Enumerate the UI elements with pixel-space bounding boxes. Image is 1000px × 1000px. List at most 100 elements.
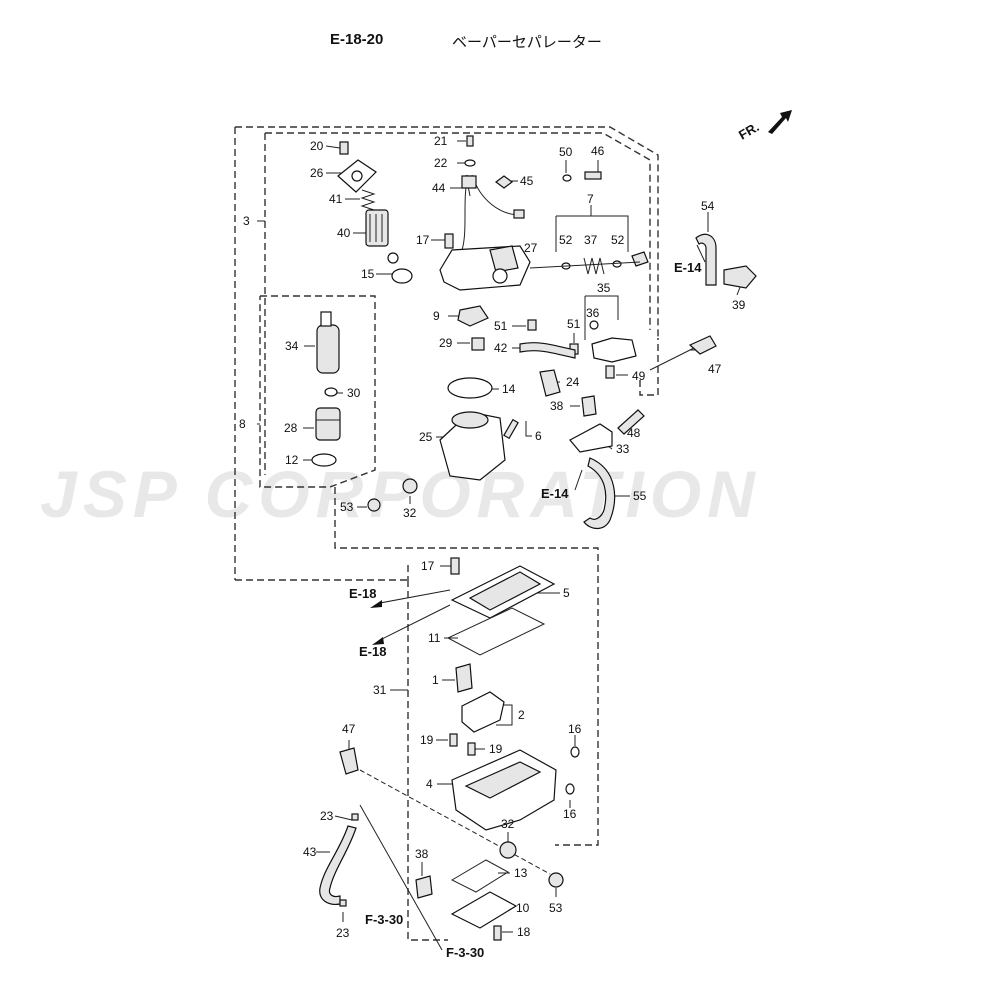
callout-47a: 47 — [708, 362, 722, 376]
screw-49 — [605, 365, 615, 379]
callout-14: 14 — [502, 382, 516, 396]
callout-16a: 16 — [568, 722, 582, 736]
check-valve-29 — [471, 337, 485, 351]
callout-25: 25 — [419, 430, 433, 444]
clip-23b — [339, 899, 347, 907]
callout-46: 46 — [591, 144, 605, 158]
callout-16b: 16 — [563, 807, 577, 821]
screw-19b — [467, 742, 476, 756]
callout-51b: 51 — [567, 317, 581, 331]
ref-e18-a[interactable]: E-18 — [349, 586, 376, 601]
callout-30: 30 — [347, 386, 361, 400]
sensor-6 — [503, 418, 519, 440]
ref-e18-b[interactable]: E-18 — [359, 644, 386, 659]
callout-1: 1 — [432, 673, 439, 687]
ref-e14-mid[interactable]: E-14 — [541, 486, 569, 501]
washer-50 — [562, 174, 572, 182]
fitting-32a — [402, 478, 418, 494]
seal-30 — [324, 387, 338, 397]
washer-22 — [464, 159, 476, 167]
callout-51a: 51 — [494, 319, 508, 333]
clip-45 — [495, 175, 513, 189]
needle-7 — [631, 251, 649, 267]
bracket-9 — [457, 305, 489, 327]
callout-55: 55 — [633, 489, 647, 503]
callout-31: 31 — [373, 683, 387, 697]
callout-3: 3 — [243, 214, 250, 228]
callout-53b: 53 — [549, 901, 563, 915]
screw-18 — [493, 925, 502, 941]
callout-52b: 52 — [611, 233, 625, 247]
gasket-11 — [446, 607, 546, 656]
hose-55 — [583, 457, 616, 530]
callout-19b: 19 — [489, 742, 503, 756]
callout-33: 33 — [616, 442, 630, 456]
screw-20 — [339, 141, 349, 155]
callout-36: 36 — [586, 306, 600, 320]
callout-13: 13 — [514, 866, 528, 880]
callout-38b: 38 — [415, 847, 429, 861]
callout-28: 28 — [284, 421, 298, 435]
callout-23b: 23 — [336, 926, 350, 940]
callout-54: 54 — [701, 199, 715, 213]
callout-12: 12 — [285, 453, 299, 467]
callout-48: 48 — [627, 426, 641, 440]
plug-53a — [367, 498, 381, 512]
callout-44: 44 — [432, 181, 446, 195]
clip-38a — [581, 395, 597, 417]
callout-24: 24 — [566, 375, 580, 389]
pump-holder-28 — [315, 407, 341, 441]
callout-32b: 32 — [501, 817, 515, 831]
page-code: E-18-20 — [330, 31, 384, 48]
spring-41 — [360, 189, 376, 211]
callout-8: 8 — [239, 417, 246, 431]
gasket-13 — [450, 859, 509, 893]
callout-40: 40 — [337, 226, 351, 240]
callout-26: 26 — [310, 166, 324, 180]
callout-numbers: 20 26 41 40 15 3 21 22 44 45 50 46 7 52 … — [239, 134, 746, 940]
seal-52b — [612, 260, 622, 268]
callout-2: 2 — [518, 708, 525, 722]
callout-37: 37 — [584, 233, 598, 247]
part-shapes — [311, 135, 757, 941]
callout-23a: 23 — [320, 809, 334, 823]
callout-34: 34 — [285, 339, 299, 353]
plate-10 — [450, 891, 518, 929]
fuel-pump-34 — [316, 324, 340, 374]
ref-f330-b[interactable]: F-3-30 — [446, 945, 484, 960]
ref-f330-a[interactable]: F-3-30 — [365, 912, 403, 927]
callout-18: 18 — [517, 925, 531, 939]
callout-32a: 32 — [403, 506, 417, 520]
bracket-39 — [723, 265, 757, 289]
callout-38a: 38 — [550, 399, 564, 413]
callout-29: 29 — [439, 336, 453, 350]
washer-16a — [570, 746, 580, 758]
callout-17a: 17 — [416, 233, 430, 247]
callout-45: 45 — [520, 174, 534, 188]
group-outlines — [234, 126, 659, 941]
callout-35: 35 — [597, 281, 611, 295]
ref-e14-top[interactable]: E-14 — [674, 260, 702, 275]
filter-40 — [365, 209, 389, 247]
callout-15: 15 — [361, 267, 375, 281]
oring-12 — [311, 453, 337, 467]
bracket-33 — [569, 423, 613, 453]
callout-20: 20 — [310, 139, 324, 153]
clip-38b — [415, 875, 433, 899]
bolt-47b — [339, 747, 359, 775]
fr-label: FR. — [736, 119, 762, 142]
callout-4: 4 — [426, 777, 433, 791]
callout-41: 41 — [329, 192, 343, 206]
callout-11: 11 — [428, 631, 441, 645]
callout-47b: 47 — [342, 722, 356, 736]
screw-21 — [466, 135, 474, 147]
fitting-32b — [499, 841, 517, 859]
hose-54 — [695, 233, 717, 286]
callout-21: 21 — [434, 134, 448, 148]
callout-50: 50 — [559, 145, 573, 159]
callout-53a: 53 — [340, 500, 354, 514]
callout-17b: 17 — [421, 559, 435, 573]
callout-52a: 52 — [559, 233, 573, 247]
screw-17 — [444, 233, 454, 249]
